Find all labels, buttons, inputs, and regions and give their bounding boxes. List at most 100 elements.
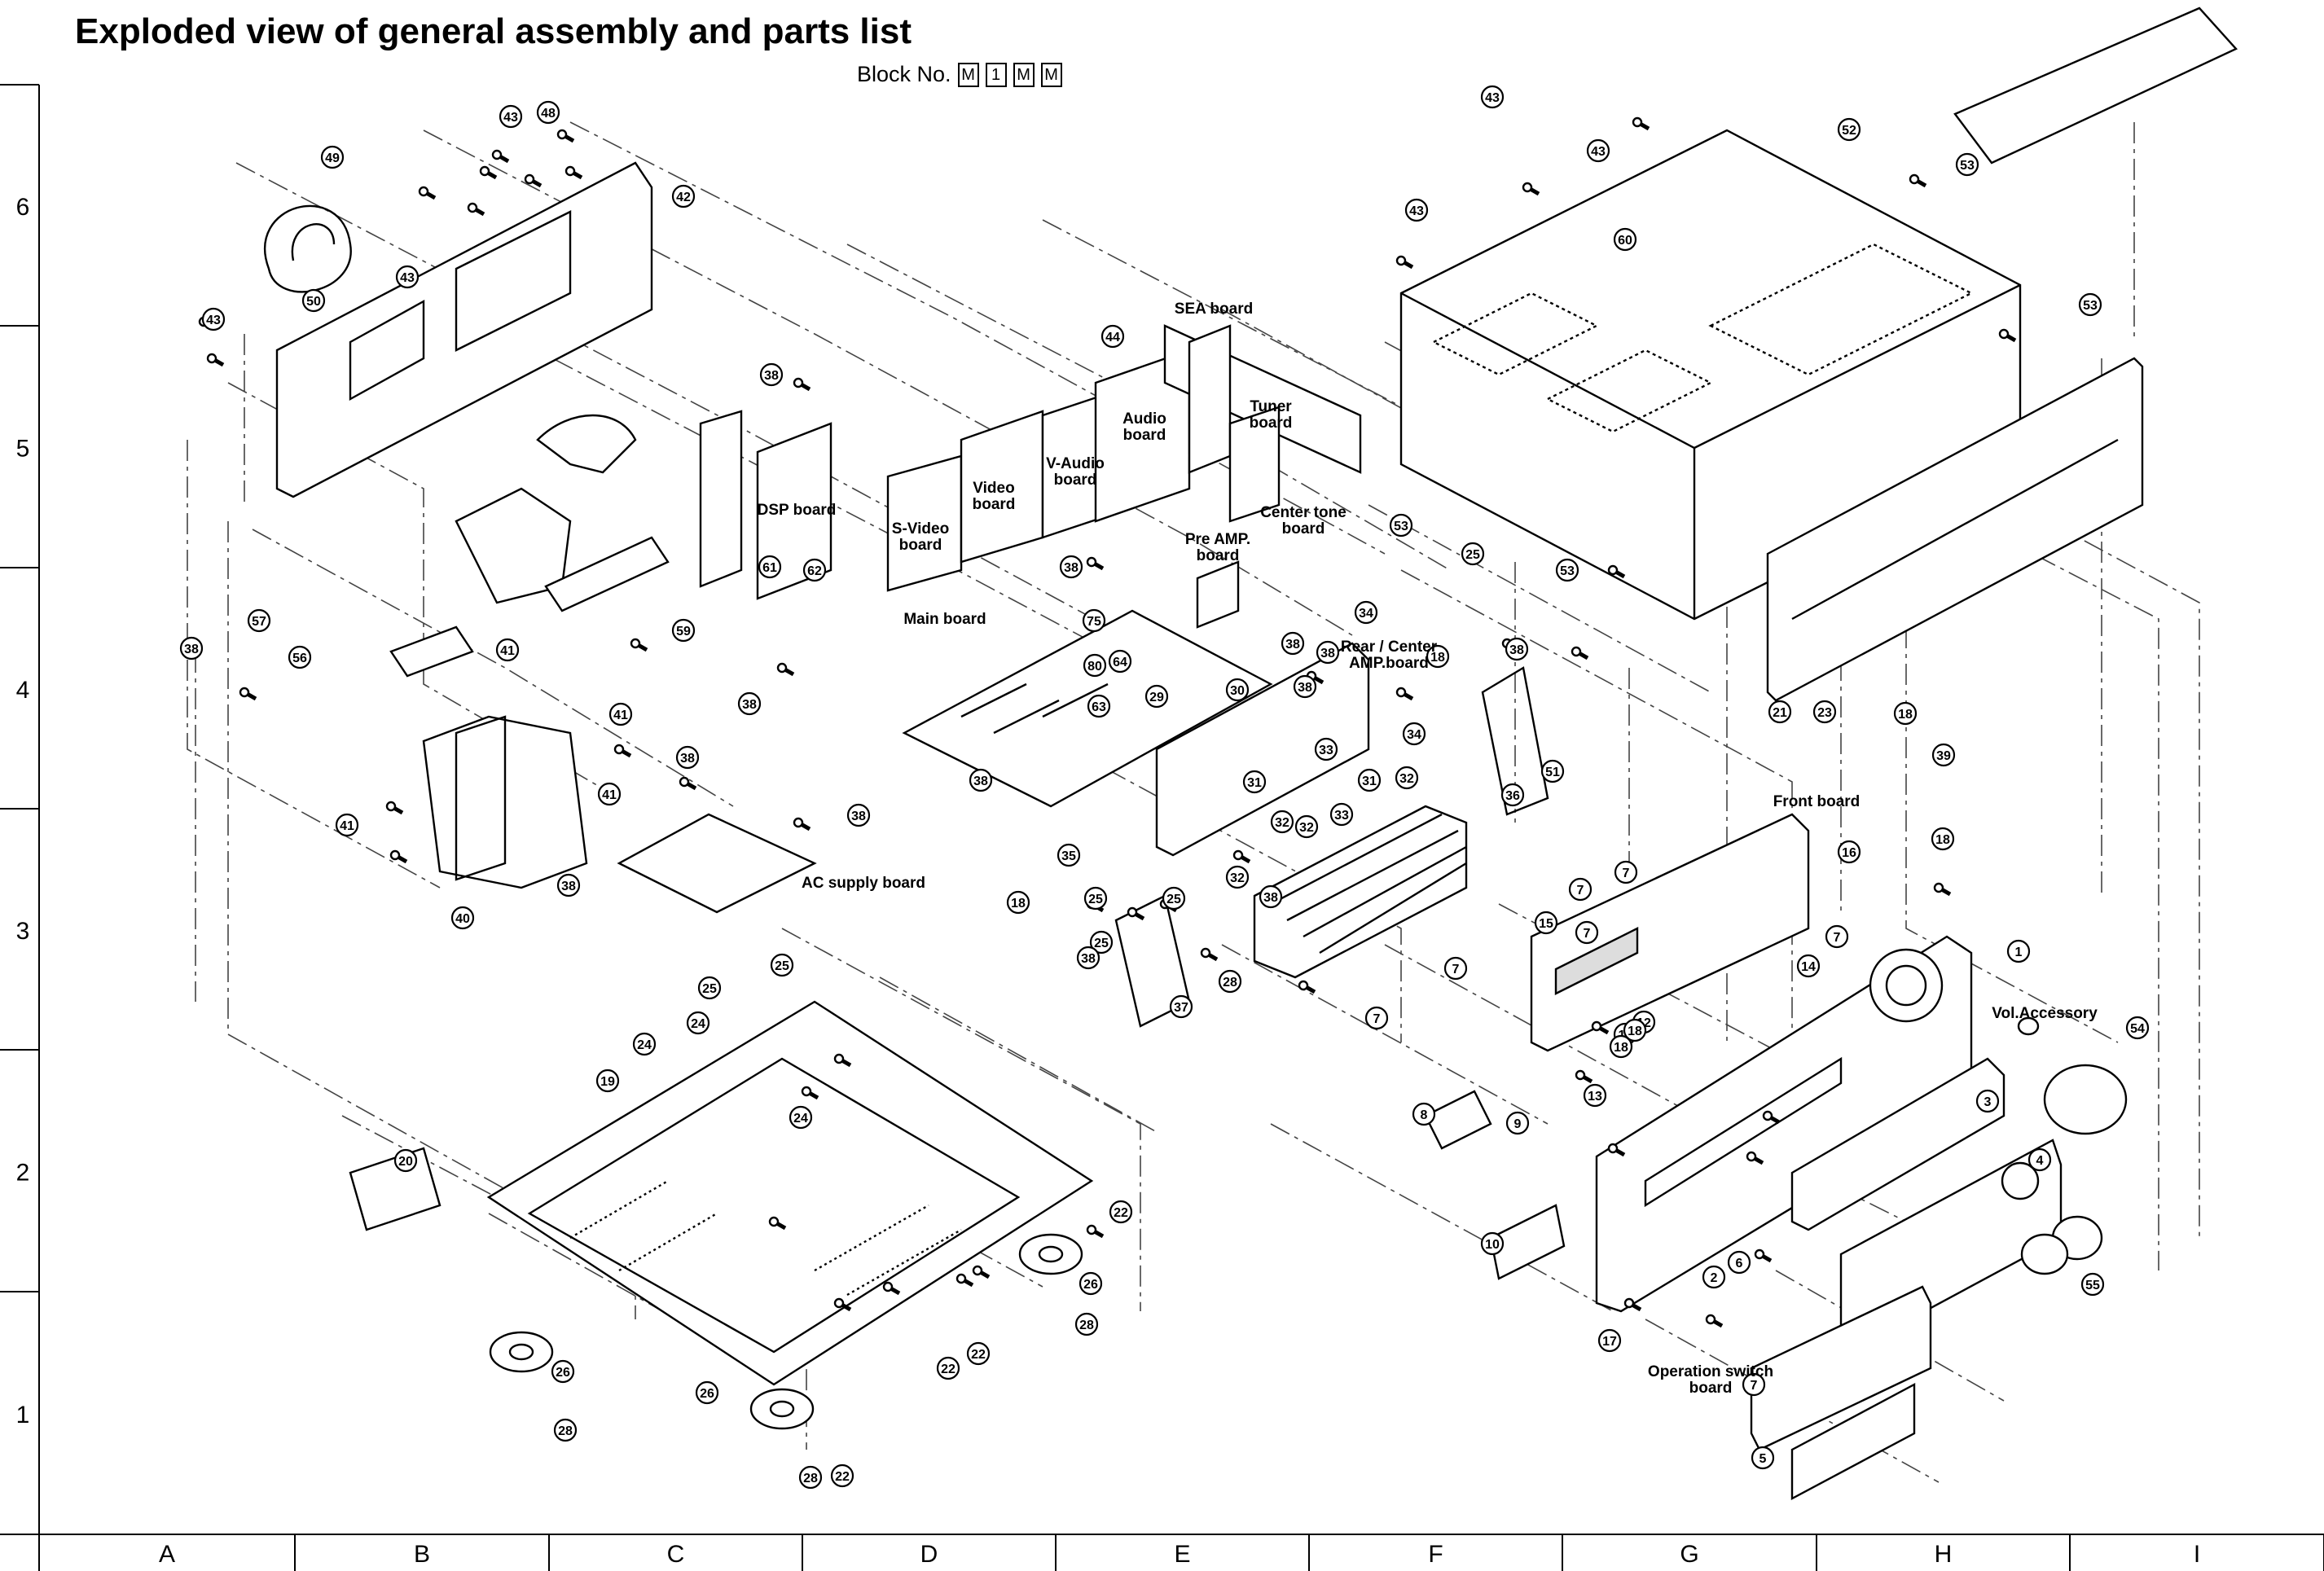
callout-circle [1727,1250,1751,1275]
callout-number: 41 [500,644,515,658]
callout-circle [1076,946,1100,970]
screw-head [239,687,250,698]
callout-circle [1316,640,1340,665]
part-callouts: 1234567777777891011121314151617181818181… [179,85,2150,1490]
callout-38: 38 [675,745,700,770]
callout-number: 8 [1421,1108,1428,1122]
callout-number: 7 [1834,931,1841,945]
callout-circle [2078,292,2102,317]
grid-column-label: C [667,1541,685,1568]
callout-25: 25 [1461,542,1485,566]
callout-8: 8 [1412,1102,1436,1126]
callout-number: 25 [702,982,717,996]
callout-number: 30 [1230,684,1245,698]
callout-30: 30 [1225,678,1250,702]
callout-7: 7 [1614,860,1638,884]
callout-number: 18 [1011,897,1026,911]
block-label: Block No. [857,62,951,86]
callout-circle [1443,956,1468,981]
callout-number: 22 [1114,1206,1128,1220]
screw-head [418,186,429,197]
callout-circle [393,1148,418,1173]
screw-head [1933,882,1944,893]
callout-circle [737,691,762,716]
callout-circle [499,104,523,129]
board-label-line: S-Video [892,520,949,538]
callout-number: 62 [807,564,822,578]
callout-circle [1614,860,1638,884]
callout-number: 28 [1079,1319,1094,1332]
front-sub-panel [1790,1057,2005,1231]
callout-circle [179,636,204,660]
connector-board [544,536,670,612]
callout-24: 24 [686,1011,710,1035]
callout-24: 24 [789,1105,813,1130]
callout-circle [1108,649,1132,674]
callout-number: 28 [1223,976,1237,990]
grid-column-label: E [1174,1541,1190,1568]
callout-43: 43 [499,104,523,129]
callout-circle [553,1418,578,1442]
board-label-line: board [973,496,1016,513]
screw-head [467,202,478,213]
callout-38: 38 [179,636,204,660]
screw-head [385,801,397,812]
callout-number: 3 [1984,1095,1992,1109]
callout-number: 41 [340,819,354,833]
screw-head [1746,1151,1757,1162]
switch-part-10 [1489,1204,1566,1280]
callout-43: 43 [1586,138,1610,163]
rear-center-amp-board [1155,642,1370,857]
callout-48: 48 [536,100,560,125]
callout-number: 52 [1842,124,1856,138]
callout-25: 25 [1162,886,1186,911]
callout-circle [1461,542,1485,566]
operation-switch-board [1750,1285,1932,1451]
callout-number: 57 [252,615,266,629]
callout-number: 7 [1577,884,1584,897]
callout-34: 34 [1402,722,1426,746]
callout-number: 38 [561,880,576,893]
board-label-line: DSP board [758,502,837,519]
callout-33: 33 [1329,802,1354,827]
callout-18: 18 [1609,1034,1633,1059]
screw-head [793,817,804,828]
callout-circle [597,782,622,806]
callout-28: 28 [1218,969,1242,994]
callout-7: 7 [1742,1372,1766,1397]
callout-43: 43 [1480,85,1505,109]
board-label-line: Main board [903,611,986,628]
callout-31: 31 [1242,770,1267,794]
screw-head [1232,849,1244,861]
callout-circle [675,745,700,770]
block-code-1: M [957,62,979,87]
callout-35: 35 [1057,843,1081,867]
callout-circle [2027,1148,2052,1172]
callout-circle [632,1032,657,1056]
drawing-frame [0,84,2324,1571]
guide-line [187,440,441,889]
board-label-line: AC supply board [802,875,925,892]
callout-40: 40 [450,906,475,930]
callout-number: 32 [1230,871,1245,885]
guide-line [227,521,506,1190]
small-knob-b [2020,1233,2069,1275]
callout-53: 53 [1389,513,1413,538]
callout-63: 63 [1087,694,1111,718]
callout-circle [686,1011,710,1035]
chassis-bottom [486,1000,1094,1386]
callout-41: 41 [597,782,622,806]
callout-29: 29 [1144,684,1169,709]
callout-circle [2125,1016,2150,1040]
screw-head [1127,906,1138,918]
screw-head [479,165,490,177]
callout-18: 18 [1931,827,1955,851]
vol-accessory-ring [2017,1016,2040,1036]
main-board-chips [960,682,1109,735]
small-pcb [389,625,474,678]
callout-number: 43 [1591,145,1606,159]
callout-32: 32 [1225,865,1250,889]
callout-number: 10 [1485,1238,1500,1252]
